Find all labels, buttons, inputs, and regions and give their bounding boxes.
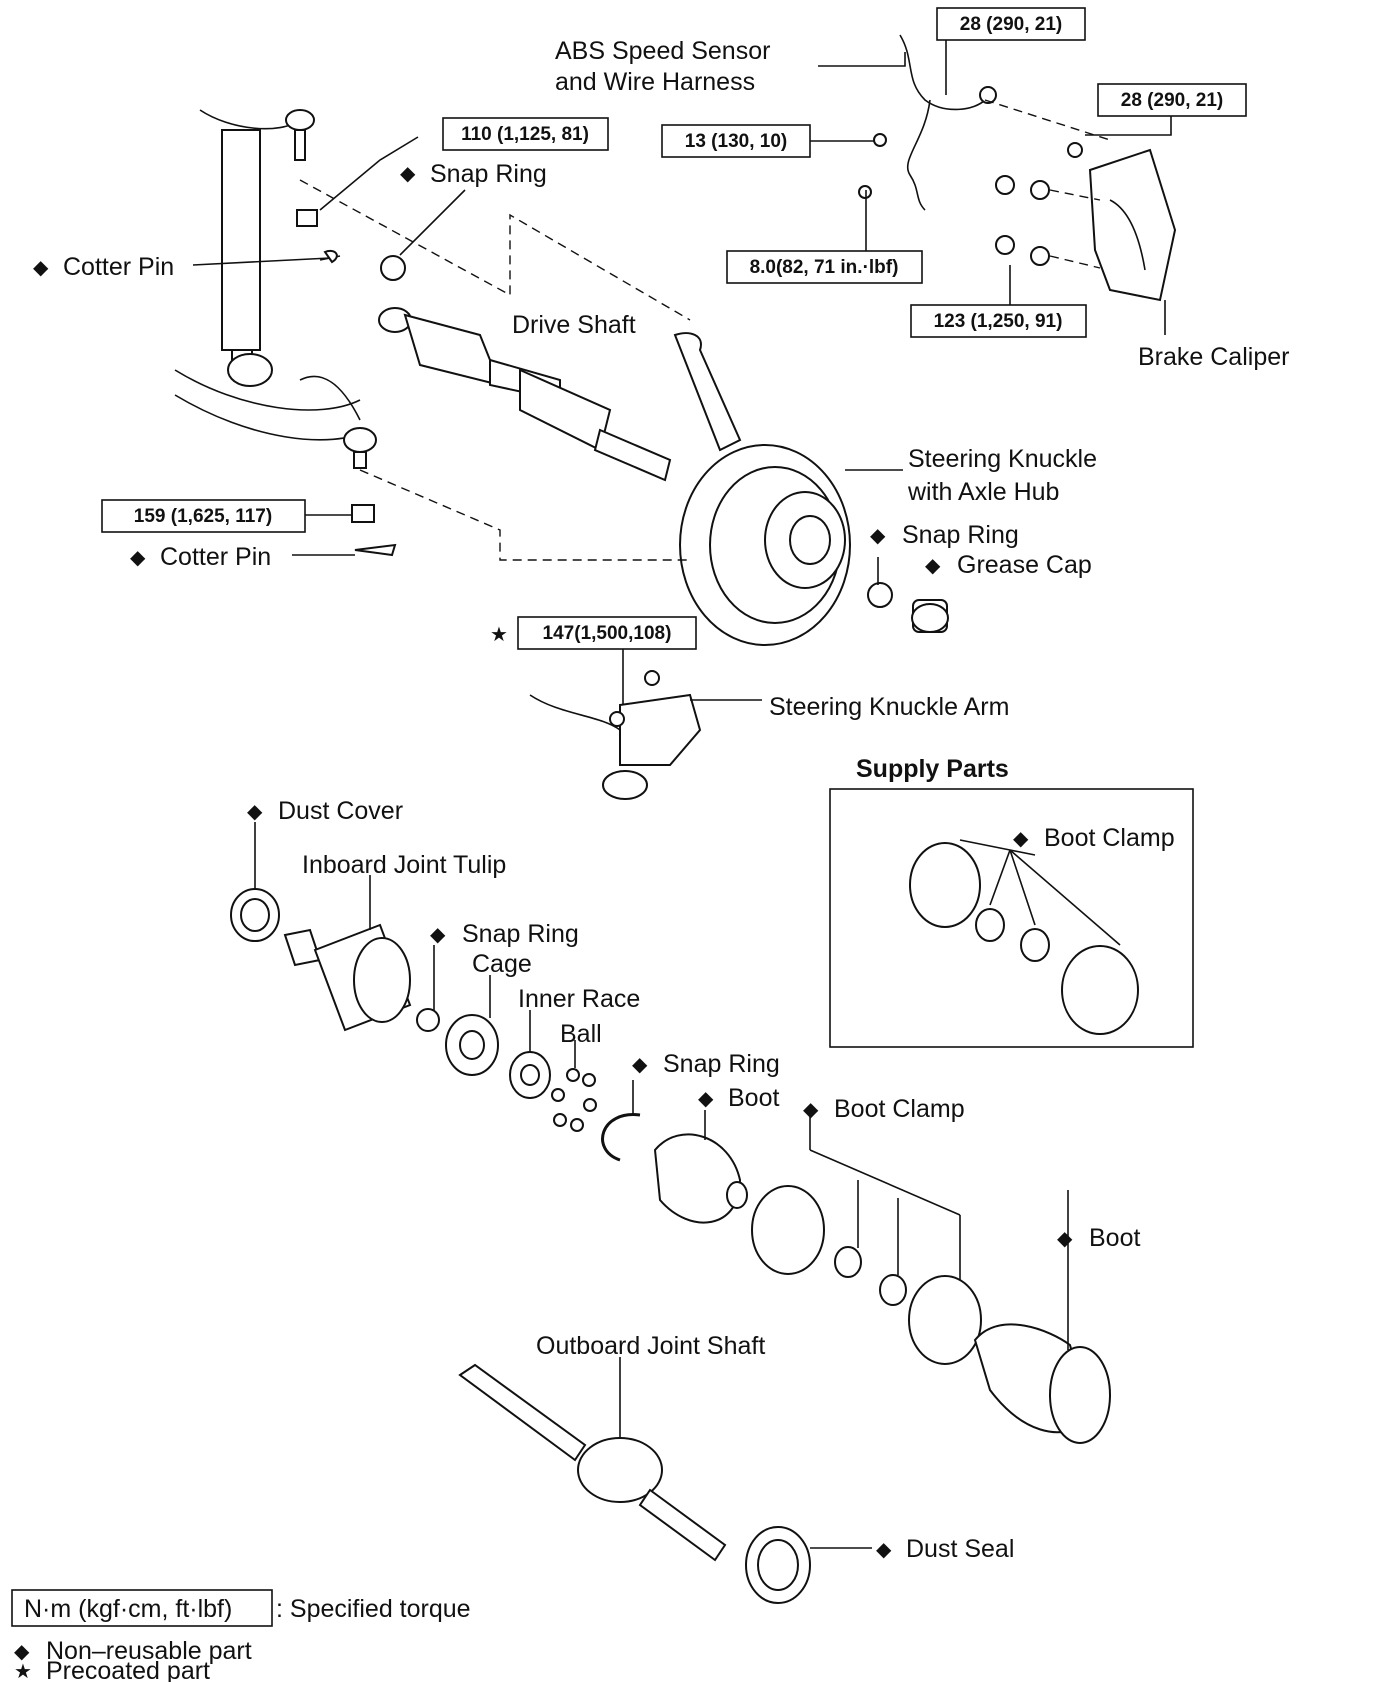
label-abs-sensor-line2: and Wire Harness [555,68,755,96]
torque-lower-ball-text: 159 (1,625, 117) [134,506,272,527]
lower-arm-drawing [299,375,397,557]
nonreusable-diamond-icon: ◆ [698,1086,714,1110]
label-steering-knuckle-arm: Steering Knuckle Arm [769,693,1009,721]
label-cage: Cage [472,950,532,978]
nonreusable-diamond-icon: ◆ [400,161,416,185]
label-cotter-pin-1: Cotter Pin [63,253,174,281]
snap-ring-top-drawing [380,255,406,281]
cage-drawing [445,1014,499,1076]
abs-sensor-drawing [858,34,997,211]
legend-torque-unit: N·m (kgf·cm, ft·lbf) [24,1595,232,1623]
steering-knuckle-drawing [673,332,851,646]
torque-box-caliper-top: 28 (290, 21) [1097,83,1247,117]
label-grease-cap: Grease Cap [957,551,1092,579]
torque-sensor-text: 13 (130, 10) [685,131,787,152]
nonreusable-diamond-icon: ◆ [870,523,886,547]
torque-abs-bracket-text: 28 (290, 21) [960,14,1062,35]
label-drive-shaft: Drive Shaft [512,311,636,339]
torque-box-sensor-small: 8.0(82, 71 in.·lbf) [726,250,923,284]
label-boot-a: Boot [728,1084,779,1112]
label-dust-seal: Dust Seal [906,1535,1014,1563]
torque-box-sensor: 13 (130, 10) [661,124,811,158]
torque-box-lower-ball: 159 (1,625, 117) [101,499,306,533]
outboard-joint-shaft-drawing [458,1363,727,1562]
label-steering-knuckle-line2: with Axle Hub [907,478,1059,506]
nonreusable-diamond-icon: ◆ [247,799,263,823]
snap-ring-hub-drawing [867,582,893,608]
torque-knuckle-arm-text: 147(1,500,108) [543,623,672,644]
snap-ring-b-drawing [601,1113,641,1162]
nonreusable-diamond-icon: ◆ [1057,1226,1073,1250]
nonreusable-diamond-icon: ◆ [1013,826,1029,850]
legend: N·m (kgf·cm, ft·lbf) : Specified torque … [11,1589,471,1682]
legend-nonreusable: Non–reusable part [46,1637,252,1665]
torque-box-upper-ball: 110 (1,125, 81) [442,117,609,151]
steering-knuckle-arm-drawing [529,670,702,800]
nonreusable-diamond-icon: ◆ [130,545,146,569]
shock-absorber-drawing [174,109,371,441]
brake-caliper-drawing [995,142,1177,302]
label-inner-race: Inner Race [518,985,640,1013]
label-supply-boot-clamp: Boot Clamp [1044,824,1175,852]
torque-box-caliper-main: 123 (1,250, 91) [910,304,1087,338]
dust-cover-drawing [230,888,280,942]
drive-shaft-drawing [378,307,672,482]
torque-sensor-small-text: 8.0(82, 71 in.·lbf) [750,257,899,278]
label-boot-clamp: Boot Clamp [834,1095,965,1123]
inner-race-drawing [509,1051,551,1099]
precoated-star-icon: ★ [490,622,508,646]
nonreusable-diamond-icon: ◆ [803,1097,819,1121]
balls-drawing [551,1068,597,1132]
label-snap-ring-b: Snap Ring [663,1050,780,1078]
boot-a-drawing [653,1133,748,1224]
label-dust-cover: Dust Cover [278,797,403,825]
upper-ball-joint-drawing [285,109,341,264]
label-abs-sensor-line1: ABS Speed Sensor [555,37,770,65]
inboard-joint-tulip-drawing [283,923,412,1032]
nonreusable-diamond-icon: ◆ [925,553,941,577]
nonreusable-diamond-icon: ◆ [876,1537,892,1561]
nonreusable-diamond-icon: ◆ [33,255,49,279]
nonreusable-diamond-icon: ◆ [14,1639,30,1663]
torque-caliper-main-text: 123 (1,250, 91) [934,311,1063,332]
label-boot-b: Boot [1089,1224,1140,1252]
boot-b-drawing [973,1323,1111,1444]
torque-box-abs-bracket: 28 (290, 21) [936,7,1086,41]
nonreusable-diamond-icon: ◆ [632,1052,648,1076]
grease-cap-drawing [911,599,949,633]
label-cotter-pin-2: Cotter Pin [160,543,271,571]
torque-box-knuckle-arm: 147(1,500,108) [517,616,697,650]
torque-caliper-top-text: 28 (290, 21) [1121,90,1223,111]
torque-upper-ball-text: 110 (1,125, 81) [461,124,589,145]
legend-precoated: Precoated part [46,1657,210,1682]
label-ball: Ball [560,1020,602,1048]
label-snap-ring-a: Snap Ring [462,920,579,948]
label-brake-caliper: Brake Caliper [1138,343,1289,371]
dust-seal-drawing [745,1526,811,1604]
nonreusable-diamond-icon: ◆ [430,922,446,946]
label-outboard-joint-shaft: Outboard Joint Shaft [536,1332,765,1360]
label-snap-ring-1: Snap Ring [430,160,547,188]
supply-boot-clamp-drawing [909,839,1139,1035]
snap-ring-a-drawing [416,1008,440,1032]
supply-parts-title: Supply Parts [856,755,1009,783]
label-snap-ring-2: Snap Ring [902,521,1019,549]
precoated-star-icon: ★ [14,1659,32,1682]
legend-torque-desc: : Specified torque [276,1595,471,1623]
label-steering-knuckle-line1: Steering Knuckle [908,445,1097,473]
label-inboard-joint-tulip: Inboard Joint Tulip [302,851,506,879]
boot-clamps-drawing [751,1110,982,1365]
